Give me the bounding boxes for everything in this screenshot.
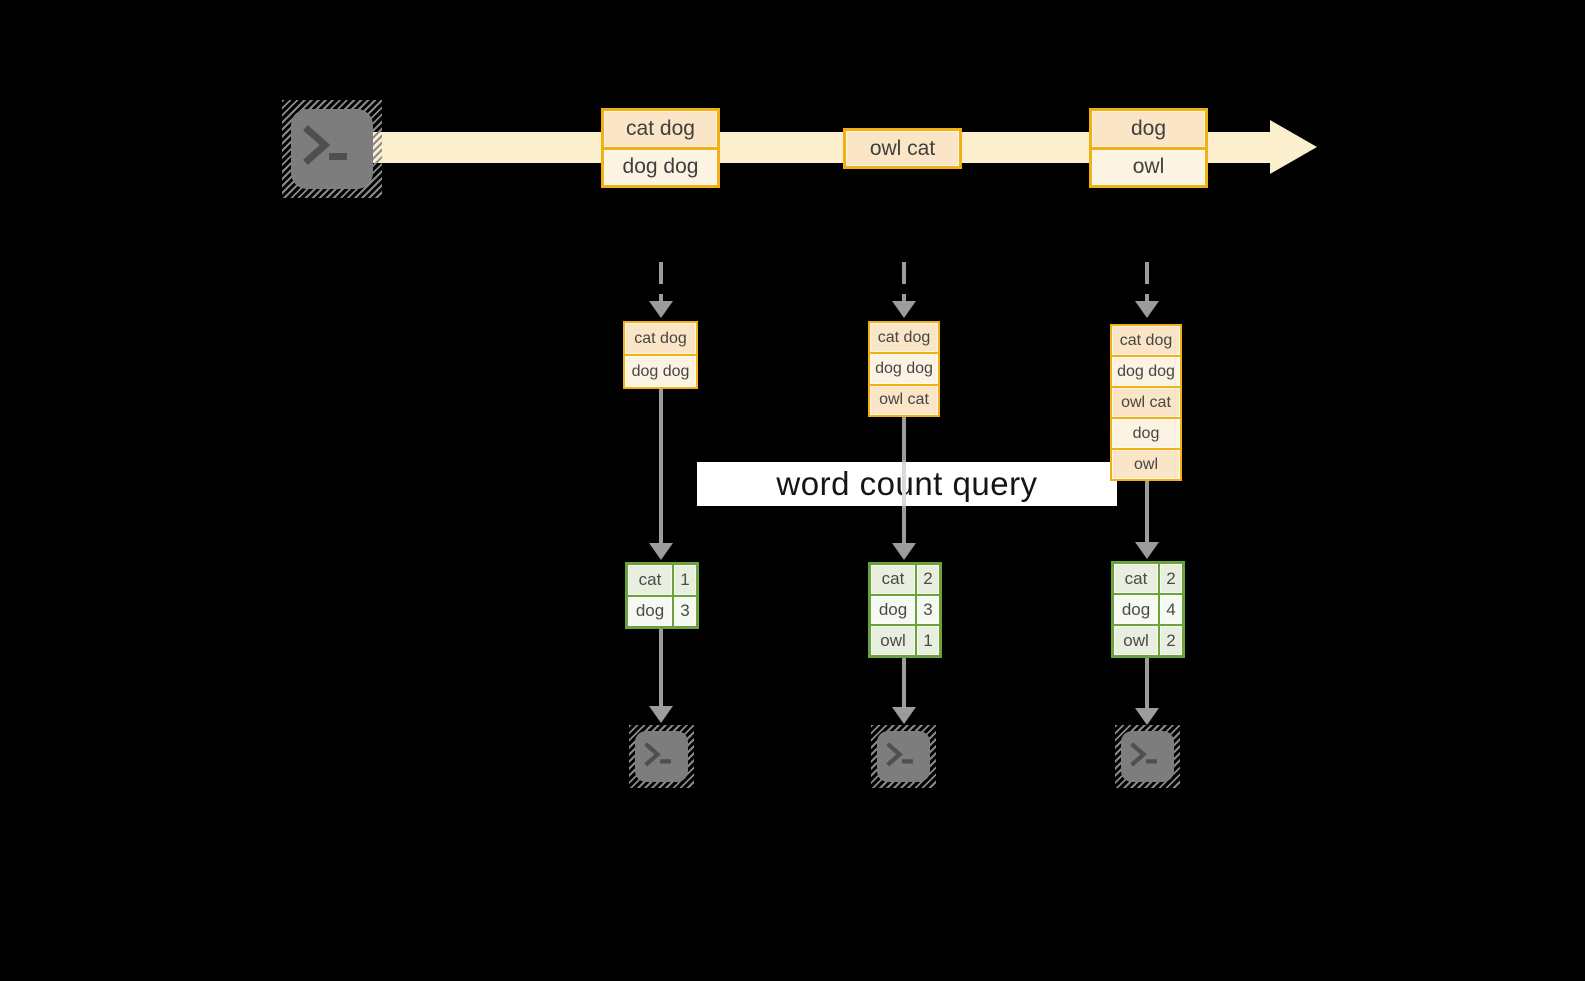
event-line: owl — [1092, 146, 1205, 185]
event-line: dog — [1092, 111, 1205, 147]
arrow-down-icon — [1135, 655, 1159, 725]
terminal-sink-icon — [1115, 725, 1180, 788]
count-row: dog 4 — [1114, 593, 1182, 624]
count-row: cat 1 — [628, 565, 696, 595]
stream-event-batch-3: dog owl — [1089, 108, 1208, 188]
count-value: 3 — [917, 595, 939, 625]
arrow-down-icon — [892, 655, 916, 724]
input-stack-1: cat dog dog dog — [623, 321, 698, 389]
count-word: cat — [1114, 564, 1160, 593]
count-word: owl — [1114, 626, 1160, 655]
count-word: dog — [871, 595, 917, 625]
terminal-source-body — [291, 109, 373, 189]
arrow-down-icon — [649, 626, 673, 723]
count-row: cat 2 — [871, 565, 939, 594]
count-value: 1 — [917, 626, 939, 656]
stack-line: cat dog — [1112, 326, 1180, 355]
query-label: word count query — [697, 462, 1117, 506]
terminal-sink-icon — [629, 725, 694, 788]
terminal-prompt-icon — [1130, 742, 1157, 767]
stack-line: owl cat — [870, 383, 938, 415]
count-value: 4 — [1160, 595, 1182, 624]
count-value: 2 — [1160, 564, 1182, 593]
stream-event-batch-1: cat dog dog dog — [601, 108, 720, 188]
event-line: cat dog — [604, 111, 717, 147]
arrow-down-icon — [1135, 479, 1159, 559]
input-stack-3: cat dog dog dog owl cat dog owl — [1110, 324, 1182, 481]
count-row: owl 1 — [871, 624, 939, 656]
count-value: 1 — [674, 565, 696, 595]
count-table-1: cat 1 dog 3 — [625, 562, 699, 629]
terminal-prompt-icon — [644, 742, 671, 767]
count-row: cat 2 — [1114, 564, 1182, 593]
stack-line: dog dog — [625, 354, 696, 387]
stack-line: owl — [1112, 448, 1180, 479]
count-table-3: cat 2 dog 4 owl 2 — [1111, 561, 1185, 658]
count-word: dog — [1114, 595, 1160, 624]
terminal-sink-body — [1121, 731, 1174, 782]
stack-line: cat dog — [625, 323, 696, 354]
terminal-source-icon — [282, 100, 382, 198]
dashed-arrow-down-icon — [649, 262, 673, 318]
terminal-prompt-icon — [886, 742, 913, 767]
stream-arrowhead — [1270, 120, 1317, 174]
count-value: 2 — [1160, 626, 1182, 655]
terminal-sink-icon — [871, 725, 936, 788]
dashed-arrow-down-icon — [1135, 262, 1159, 318]
input-stack-2: cat dog dog dog owl cat — [868, 321, 940, 417]
count-row: owl 2 — [1114, 624, 1182, 655]
count-row: dog 3 — [871, 593, 939, 625]
stack-line: dog dog — [1112, 355, 1180, 386]
event-line: dog dog — [604, 146, 717, 185]
count-value: 3 — [674, 596, 696, 626]
stack-line: cat dog — [870, 323, 938, 353]
event-line: owl cat — [846, 131, 959, 166]
count-word: cat — [628, 565, 674, 595]
terminal-prompt-icon — [303, 125, 347, 165]
arrow-down-icon — [649, 387, 673, 560]
stream-event-batch-2: owl cat — [843, 128, 962, 169]
stack-line: dog dog — [870, 352, 938, 384]
count-row: dog 3 — [628, 594, 696, 626]
arrow-line-over-label — [902, 462, 906, 506]
count-word: owl — [871, 626, 917, 656]
count-word: cat — [871, 565, 917, 594]
count-word: dog — [628, 596, 674, 626]
count-table-2: cat 2 dog 3 owl 1 — [868, 562, 942, 658]
dashed-arrow-down-icon — [892, 262, 916, 318]
count-value: 2 — [917, 565, 939, 594]
stack-line: owl cat — [1112, 386, 1180, 417]
terminal-sink-body — [877, 731, 930, 782]
terminal-sink-body — [635, 731, 688, 782]
stack-line: dog — [1112, 417, 1180, 448]
